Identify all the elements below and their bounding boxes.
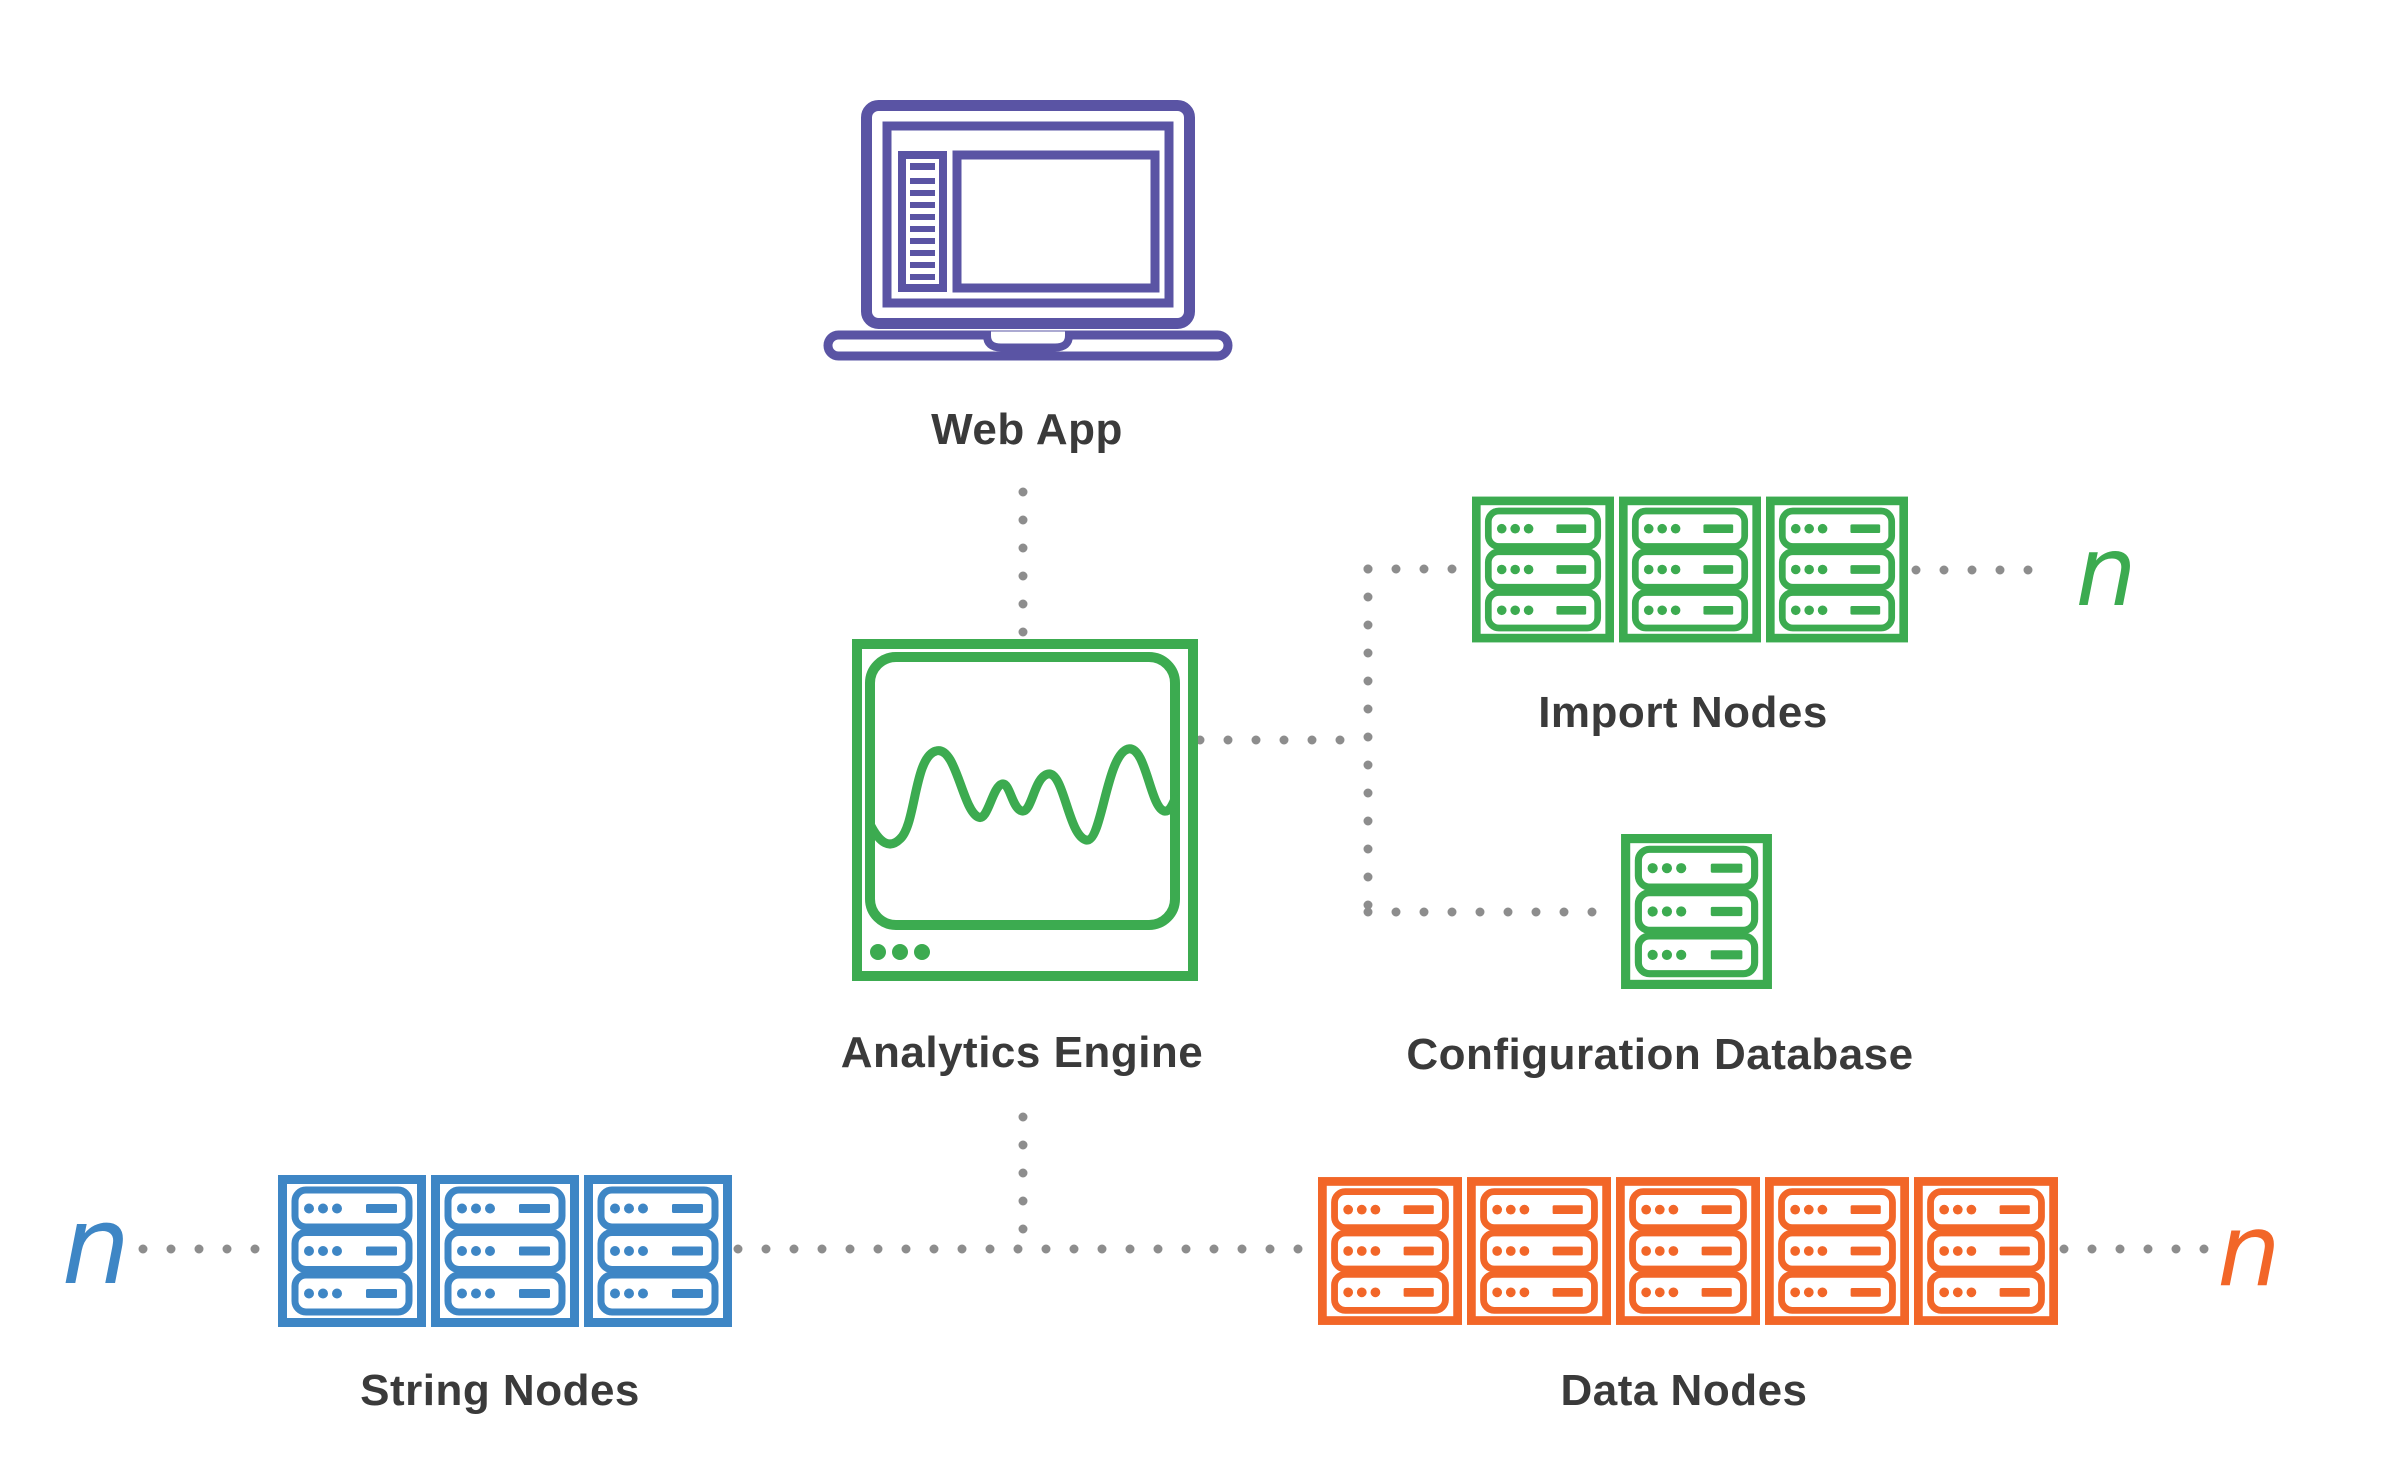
node-configuration-database <box>1620 834 1773 989</box>
server-unit-icon <box>278 1175 426 1327</box>
server-unit-icon <box>1765 1177 1909 1325</box>
server-unit-icon <box>1467 1177 1611 1325</box>
node-string-nodes <box>278 1175 732 1327</box>
server-unit-icon <box>1621 834 1772 989</box>
laptop-icon <box>823 100 1233 361</box>
node-import-nodes <box>1472 494 1908 645</box>
import-nodes-label: Import Nodes <box>1538 688 1828 737</box>
analytics-engine-label: Analytics Engine <box>840 1028 1204 1077</box>
node-data-nodes <box>1318 1175 2058 1327</box>
string-nodes-label: String Nodes <box>360 1366 640 1415</box>
server-unit-icon <box>1318 1177 1462 1325</box>
import-nodes-multiplicity: n <box>2075 516 2137 628</box>
string-nodes-multiplicity: n <box>61 1184 131 1309</box>
server-unit-icon <box>431 1175 579 1327</box>
server-unit-icon <box>584 1175 732 1327</box>
analytics-monitor-icon <box>852 639 1198 981</box>
data-nodes-multiplicity: n <box>2217 1192 2281 1309</box>
server-unit-icon <box>1619 496 1761 643</box>
node-analytics-engine <box>852 639 1198 981</box>
server-unit-icon <box>1914 1177 2058 1325</box>
node-web-app <box>823 100 1233 362</box>
data-nodes-label: Data Nodes <box>1560 1366 1808 1415</box>
server-unit-icon <box>1766 496 1908 643</box>
server-unit-icon <box>1472 496 1614 643</box>
server-unit-icon <box>1616 1177 1760 1325</box>
configuration-database-label: Configuration Database <box>1406 1030 1914 1079</box>
web-app-label: Web App <box>931 405 1123 454</box>
